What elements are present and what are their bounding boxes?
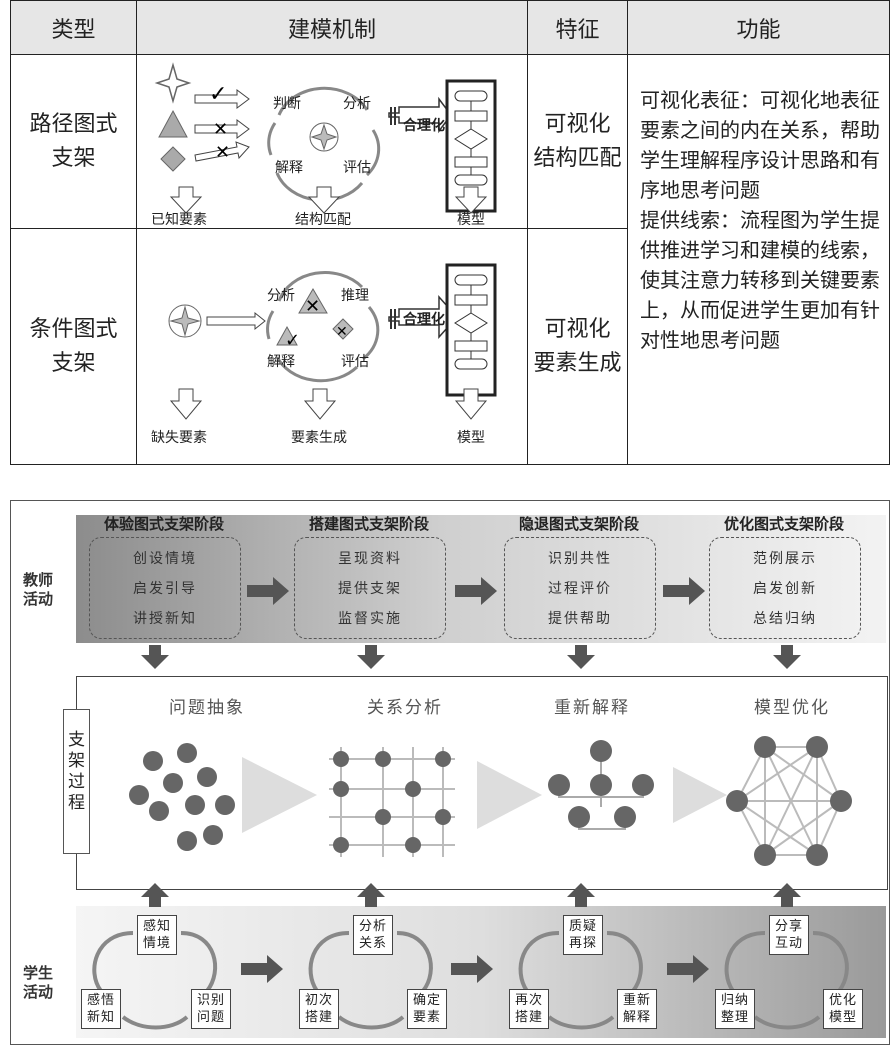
row2-feature: 可视化 要素生成 (527, 228, 628, 465)
cross-mark: ✕ (215, 142, 230, 163)
svg-text:✕: ✕ (336, 324, 348, 340)
stage-title: 隐退图式支架阶段 (518, 515, 639, 533)
row2-type: 条件图式 支架 (10, 228, 137, 465)
teacher-activity: 启发创新 (753, 581, 817, 597)
scaffold-types-table: 类型 建模机制 特征 功能 路径图式 支架 ✓ ✕ ✕ (10, 0, 890, 465)
student-activity-label: 学生活动 (23, 964, 54, 1001)
teacher-activity: 呈现资料 (338, 551, 402, 567)
student-activity-box: 分享互动 (769, 915, 809, 955)
teacher-activity: 监督实施 (338, 611, 402, 627)
cycle-label: 评估 (341, 354, 369, 370)
student-activity-box: 确定要素 (407, 989, 447, 1029)
row1-feature: 可视化 结构匹配 (527, 54, 628, 229)
teacher-activity: 提供帮助 (548, 611, 612, 627)
element-generation-label: 要素生成 (291, 430, 347, 446)
student-activity-box: 归纳整理 (715, 989, 755, 1029)
teacher-box: 范例展示 启发创新 总结归纳 (709, 537, 861, 639)
svg-text:✓: ✓ (285, 330, 300, 351)
check-mark: ✓ (209, 82, 227, 107)
teacher-activity: 讲授新知 (133, 611, 197, 627)
teacher-activity: 识别共性 (548, 551, 612, 567)
rationalize-label: 合理化 (403, 118, 445, 134)
scaffold-process-box: 支架过程 问题抽象 关系分析 重新解释 模型优化 (63, 676, 888, 890)
cross-mark: ✕ (213, 119, 228, 140)
tree-nodes (548, 740, 654, 828)
row1-type: 路径图式 支架 (10, 54, 137, 229)
teacher-activity: 总结归纳 (753, 611, 817, 627)
scattered-nodes (129, 743, 235, 851)
process-step-title: 重新解释 (554, 698, 630, 718)
student-activity-box: 初次搭建 (299, 989, 339, 1029)
student-activity-box: 识别问题 (191, 989, 231, 1029)
teacher-activity: 过程评价 (548, 581, 612, 597)
teacher-activity-label: 教师活动 (23, 571, 54, 608)
model-label: 模型 (457, 430, 485, 446)
process-step-title: 问题抽象 (169, 698, 245, 718)
process-graphics (129, 736, 852, 866)
cycle-label: 解释 (275, 160, 303, 176)
student-activity-box: 感悟新知 (81, 989, 121, 1029)
star-shape (154, 62, 192, 104)
diamond-shape (160, 146, 186, 172)
known-elements-label: 已知要素 (151, 212, 207, 228)
cycle-label: 评估 (343, 160, 371, 176)
cycle-label: 解释 (267, 354, 295, 370)
header-function: 功能 (627, 0, 890, 55)
header-type: 类型 (10, 0, 137, 55)
student-activity-box: 感知情境 (137, 915, 177, 955)
network-edges (736, 746, 842, 856)
stage-title: 优化图式支架阶段 (723, 515, 844, 533)
path-scaffold-diagram: ✓ ✕ ✕ (154, 62, 497, 214)
cycle-label: 分析 (267, 288, 295, 304)
teacher-activity: 范例展示 (753, 551, 817, 567)
triangle-shape (158, 109, 188, 138)
row1-mechanism: ✓ ✕ ✕ (136, 54, 528, 229)
cycle-label: 分析 (343, 96, 371, 112)
scaffold-process-text: 支架过程 (68, 730, 85, 813)
stage-title: 体验图式支架阶段 (103, 515, 224, 533)
scaffold-process-figure: 教师活动 学生活动 体验图式支架阶段 搭建图式支架阶段 隐退图式支架阶段 优化图… (10, 500, 890, 1045)
student-activity-box: 重新解释 (617, 989, 657, 1029)
process-step-title: 关系分析 (367, 698, 443, 718)
condition-scaffold-diagram: ✕ ✓ ✕ (168, 263, 497, 420)
teacher-box: 呈现资料 提供支架 监督实施 (294, 537, 446, 639)
rationalize-label: 合理化 (403, 312, 445, 328)
row2-mechanism: ✕ ✓ ✕ 分析 推理 解释 评估 (136, 228, 528, 465)
grid-nodes (333, 751, 451, 853)
cycle-label: 推理 (341, 288, 369, 304)
model-label: 模型 (457, 212, 485, 228)
scaffold-process-label: 支架过程 (63, 709, 90, 854)
stage-title: 搭建图式支架阶段 (308, 515, 429, 533)
header-mechanism: 建模机制 (136, 0, 528, 55)
teacher-activity: 提供支架 (338, 581, 402, 597)
teacher-box: 创设情境 启发引导 讲授新知 (89, 537, 241, 639)
student-activity-box: 优化模型 (823, 989, 863, 1029)
structure-match-label: 结构匹配 (295, 212, 351, 228)
missing-elements-label: 缺失要素 (151, 430, 207, 446)
student-activity-box: 分析关系 (353, 915, 393, 955)
cycle-label: 判断 (273, 96, 301, 112)
svg-text:✕: ✕ (305, 296, 320, 317)
function-cell: 可视化表征：可视化地表征要素之间的内在关系，帮助学生理解程序设计思路和有序地思考… (627, 54, 890, 465)
function-text: 可视化表征：可视化地表征要素之间的内在关系，帮助学生理解程序设计思路和有序地思考… (640, 88, 880, 352)
network-nodes (726, 736, 852, 866)
process-step-title: 模型优化 (754, 698, 830, 718)
teacher-activity: 启发引导 (133, 581, 197, 597)
student-activity-box: 再次搭建 (509, 989, 549, 1029)
student-activity-box: 质疑再探 (563, 915, 603, 955)
teacher-activity: 创设情境 (133, 551, 197, 567)
teacher-box: 识别共性 过程评价 提供帮助 (504, 537, 656, 639)
header-feature: 特征 (527, 0, 628, 55)
